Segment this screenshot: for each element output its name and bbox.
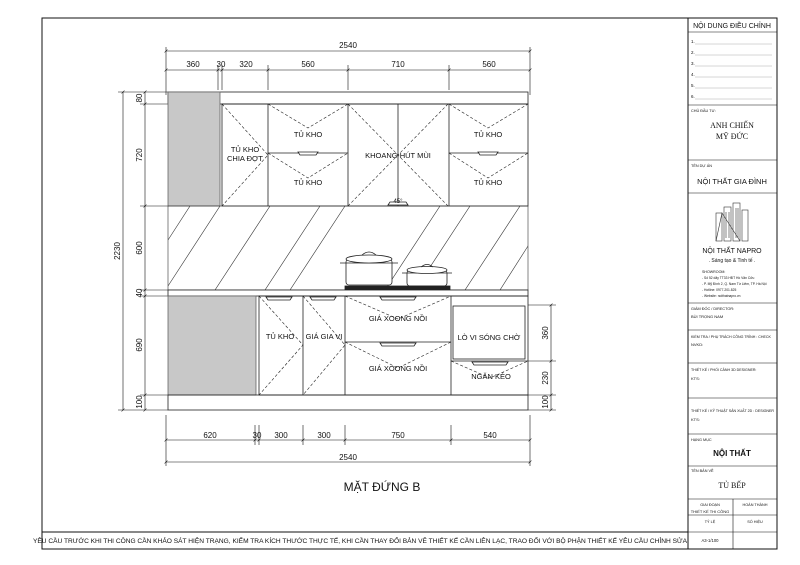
label-hood: KHOANG HÚT MÙI — [365, 151, 431, 160]
sheet-name: TỦ BẾP — [718, 480, 746, 490]
dim-left-6: 100 — [135, 395, 144, 409]
dim-left-1: 80 — [135, 93, 144, 102]
label-upper-shelf-1: TỦ KHO — [231, 145, 260, 154]
label-upper-kho-b-bot: TỦ KHO — [474, 178, 503, 187]
cookware — [340, 251, 452, 291]
company-name: NỘI THẤT NAPRO — [702, 245, 762, 255]
dim-right-1: 360 — [541, 326, 550, 340]
director-name: BÙI TRỌNG NAM — [691, 314, 723, 319]
revision-row-1: 1. — [691, 39, 695, 44]
dim-left-4: 40 — [135, 288, 144, 297]
checker-name: NVKD: — [691, 342, 703, 347]
stage-label: GIAI ĐOẠN — [700, 503, 720, 507]
dim-top-1: 360 — [186, 60, 200, 69]
designer-name: KTS: — [691, 376, 700, 381]
dim-top-2: 30 — [217, 60, 226, 69]
revision-row-6: 6. — [691, 94, 695, 99]
sheet-label: TÊN BẢN VẼ — [691, 468, 714, 473]
dimension-left — [118, 91, 168, 411]
owner-name-2: MỸ ĐỨC — [716, 131, 748, 141]
tech-name: KTS: — [691, 417, 700, 422]
dim-left-2: 720 — [135, 148, 144, 162]
label-drawer: NGĂN KÉO — [471, 372, 511, 381]
label-spice-rack: GIÁ GIA VỊ — [306, 332, 343, 341]
director-label: GIÁM ĐỐC / DIRECTOR: — [691, 306, 734, 311]
revision-lines — [695, 43, 772, 100]
category-label: HẠNG MỤC — [691, 438, 712, 442]
dimension-bottom — [165, 415, 531, 466]
dim-top-total: 2540 — [339, 41, 357, 50]
company-logo-icon — [715, 202, 749, 242]
dim-bot-5: 750 — [391, 431, 405, 440]
countertop — [167, 289, 529, 297]
label-lower-kho: TỦ KHO — [266, 332, 295, 341]
dim-bot-total: 2540 — [339, 453, 357, 462]
revision-row-4: 4. — [691, 72, 695, 77]
stage-value: THIẾT KẾ THI CÔNG — [691, 509, 730, 514]
owner-name-1: ANH CHIẾN — [710, 120, 754, 130]
label-pot-rack-2: GIÁ XOONG NỒI — [369, 363, 427, 373]
scale-label: TỶ LỆ — [705, 519, 716, 524]
scale-value: A3-1/100 — [702, 538, 720, 543]
dim-left-3: 600 — [135, 241, 144, 255]
label-pot-rack-1: GIÁ XOONG NỒI — [369, 313, 427, 323]
title-block — [687, 17, 778, 550]
dim-bot-6: 540 — [483, 431, 497, 440]
company-slogan: . Sáng tạo & Tinh tế . — [709, 258, 756, 264]
label-hood-mark: 45° — [393, 199, 403, 205]
showroom-line-1: - Số 52 dãy TT33 HĐT Hồ Văn Cửu — [702, 276, 754, 280]
category-name: NỘI THẤT — [713, 448, 751, 458]
showroom-line-3: - Hotline: 0977.201.825 — [702, 288, 736, 292]
upper-cabinets — [167, 91, 529, 207]
label-microwave: LÒ VI SÓNG CHỜ — [458, 333, 521, 342]
dim-left-5: 690 — [135, 338, 144, 352]
dim-top-6: 560 — [482, 60, 496, 69]
dim-bot-4: 300 — [317, 431, 331, 440]
dim-right-2: 230 — [541, 371, 550, 385]
dim-left-total: 2230 — [113, 242, 122, 260]
dim-top-3: 320 — [239, 60, 253, 69]
label-upper-shelf-2: CHIA ĐỢT — [227, 154, 263, 163]
lower-cabinets — [167, 295, 529, 411]
showroom-line-2: - P. Mỹ Đình 2, Q. Nam Từ Liêm, TP. Hà N… — [702, 282, 767, 286]
owner-label: CHỦ ĐẦU TƯ: — [691, 108, 716, 113]
drawing-title: MẶT ĐỨNG B — [344, 479, 421, 494]
project-label: TÊN DỰ ÁN — [691, 163, 712, 168]
revision-header: NỘI DUNG ĐIỀU CHỈNH — [693, 20, 771, 30]
number-label: SỐ HIỆU — [747, 519, 763, 524]
revision-row-3: 3. — [691, 61, 695, 66]
footer-note: YÊU CẦU TRƯỚC KHI THI CÔNG CẦN KHẢO SÁT … — [33, 535, 688, 545]
revision-row-5: 5. — [691, 83, 695, 88]
tech-label: THIẾT KẾ / KỸ THUẬT SẢN XUẤT 2D : DESIGN… — [691, 408, 774, 413]
dimension-right — [528, 304, 556, 411]
revision-row-2: 2. — [691, 50, 695, 55]
dim-right-3: 100 — [541, 395, 550, 409]
dim-bot-1: 620 — [203, 431, 217, 440]
designer-label: THIẾT KẾ / PHỐI CẢNH 3D DESIGNER: — [691, 367, 756, 372]
label-upper-kho-a-top: TỦ KHO — [294, 130, 323, 139]
dim-bot-3: 300 — [274, 431, 288, 440]
done-label: HOÀN THÀNH — [742, 503, 767, 507]
label-upper-kho-a-bot: TỦ KHO — [294, 178, 323, 187]
showroom-line-4: - Website: noithatnapro.vn — [702, 294, 741, 298]
showroom-label: SHOWROOM: — [702, 270, 725, 274]
checker-label: KIỂM TRA / PHỤ TRÁCH CÔNG TRÌNH : CHECK — [691, 334, 771, 339]
project-name: NỘI THẤT GIA ĐÌNH — [697, 176, 767, 186]
dim-top-4: 560 — [301, 60, 315, 69]
dimension-top — [164, 47, 532, 95]
dim-bot-2: 30 — [253, 431, 262, 440]
label-upper-kho-b-top: TỦ KHO — [474, 130, 503, 139]
dim-top-5: 710 — [391, 60, 405, 69]
